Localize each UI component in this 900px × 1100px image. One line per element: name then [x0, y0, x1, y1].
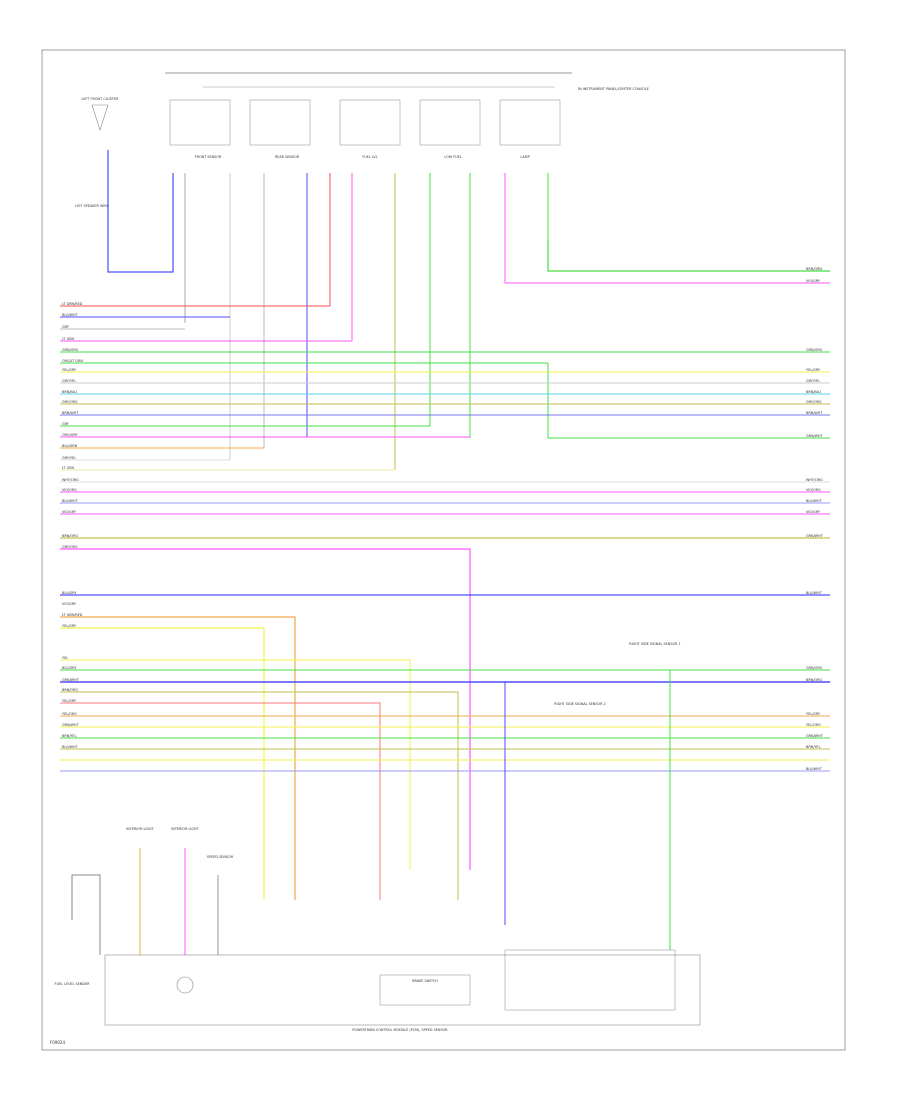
bottom-center-label: BRAKE SWITCH	[412, 979, 438, 983]
vertical-wires-top	[184, 173, 549, 470]
wire-label-left: BRN/ORG	[62, 534, 78, 538]
horizontal-wires-lower	[60, 659, 830, 900]
wire-label-left: YEL/ORG	[62, 712, 77, 716]
wire-label-left: BRN/WHT	[62, 411, 79, 415]
wire-label-left: GRY	[62, 325, 70, 329]
left-top-label: LEFT FRONT CLUSTER	[81, 97, 119, 101]
top-component-boxes	[169, 99, 561, 146]
wire-label-right: GRN/WHT	[806, 534, 824, 538]
wire-label-left: GRN/WHT	[62, 678, 80, 682]
right-callout-2: RIGHT SIDE SIGNAL SENSOR 2	[554, 702, 606, 706]
wire-label-left: GRY/ORG	[62, 545, 78, 549]
wire-label-left: YEL/GRY	[62, 699, 77, 703]
wire-label-right: BRN/YEL	[806, 745, 821, 749]
wire-label-left: BLU/GRN	[62, 444, 78, 448]
wire-label-right: GRY/ORG	[806, 400, 822, 404]
wire-label-left: BLU/WHT	[62, 313, 79, 317]
box2-label: REAR SENSOR	[275, 155, 300, 159]
bottom-left-label-1: INTERIOR LIGHT	[126, 827, 154, 831]
wire-label-left: GRN/ORG	[62, 348, 79, 352]
wire-green-right-top	[547, 240, 830, 272]
box5-label: LAMP	[520, 155, 529, 159]
wire-label-right: BRN/ORG	[806, 678, 822, 682]
wire-label-left: BRN/ORG	[62, 688, 78, 692]
wire-label-left: BRN/YEL	[62, 734, 77, 738]
switch-box	[379, 974, 471, 1006]
box3-label: FUEL LVL	[362, 155, 377, 159]
wire-label-right: VIO/GRY	[806, 510, 821, 514]
wire-label-right: BLU/WHT	[806, 499, 823, 503]
wire-label-right: GRN/WHT	[806, 734, 824, 738]
bottom-vertical-wires	[71, 848, 219, 955]
wire-label-left: BLU/GRY	[62, 591, 77, 595]
wire-label-left: BLU/GRY	[62, 666, 77, 670]
wire-label-right: BRN/BLU	[806, 390, 821, 394]
wire-label-left: GRN/WHT	[62, 723, 80, 727]
bottom-left-label-3: SPEED SENSOR	[207, 855, 234, 859]
wire-label-left: LT GRN	[62, 337, 75, 341]
wire-label-right: GRN/ORG	[806, 348, 823, 352]
wire-label-left: BRN/BLU	[62, 390, 77, 394]
bottom-left-label-2: INTERIOR LIGHT	[171, 827, 199, 831]
wire-label-left: GRY	[62, 422, 70, 426]
wire-blue-left-top	[107, 150, 174, 273]
speaker-icon	[176, 976, 194, 994]
wire-label-right: GRN/ORG	[806, 666, 823, 670]
wire-label-right: YEL/ORG	[806, 723, 821, 727]
wire-label-right: BRN/WHT	[806, 411, 823, 415]
wire-label-right: GRN/WHT	[806, 434, 824, 438]
box1-label: FRONT SENSOR	[195, 155, 222, 159]
bottom-caption: POWERTRAIN CONTROL MODULE (PCM), SPEED S…	[352, 1028, 448, 1032]
pcm-module-box	[104, 954, 701, 1026]
wire-label-left: YEL	[62, 656, 68, 660]
bottom-left-sensor-label: FUEL LEVEL SENDER	[55, 982, 91, 986]
left-mid-label: HOT SPEAKER WIRE	[75, 204, 109, 208]
wire-label-right: BLU/WHT	[806, 767, 823, 771]
wire-label-left: GRY/ORG	[62, 400, 78, 404]
wire-label-left: GRY/YEL	[62, 379, 76, 383]
wire-label-left: WHT/ORG	[62, 478, 79, 482]
horizontal-wires-middle	[60, 537, 830, 900]
wire-label-left: LT GRN/RED	[62, 613, 83, 617]
horizontal-wires-upper	[60, 305, 830, 515]
wire-label-left: LT GRN	[62, 466, 75, 470]
wire-label-left: YEL/GRY	[62, 368, 77, 372]
wire-label-right: YEL/GRY	[806, 712, 821, 716]
diagram-frame	[41, 49, 846, 1051]
wire-label-right: BRN/GRN	[806, 267, 822, 271]
wire-label-left: VIO/GRY	[62, 602, 77, 606]
right-switch-box	[504, 949, 676, 1011]
wire-label-left: VIO/ORG	[62, 488, 77, 492]
wire-label-left: BLU/WHT	[62, 499, 79, 503]
wire-label-right: WHT/ORG	[806, 478, 823, 482]
wire-label-left: ORG/LT GRN	[62, 359, 83, 363]
right-callout-1: RIGHT SIDE SIGNAL SENSOR 1	[629, 642, 681, 646]
wire-label-right: BLU/WHT	[806, 591, 823, 595]
wire-label-left: YEL/GRY	[62, 624, 77, 628]
wire-magenta-right-top	[504, 250, 830, 284]
wire-label-left: ORG/GRY	[62, 433, 79, 437]
wire-label-right: GRY/YEL	[806, 379, 820, 383]
wire-label-left: VIO/GRY	[62, 510, 77, 514]
top-right-label: IN INSTRUMENT PANEL/CENTER CONSOLE	[578, 87, 649, 91]
wire-label-left: BLU/WHT	[62, 745, 79, 749]
wire-label-right: YEL/GRY	[806, 368, 821, 372]
box4-label: LOW FUEL	[444, 155, 461, 159]
wire-label-right: VIO/ORG	[806, 488, 821, 492]
footer-code: F09024	[50, 1040, 66, 1045]
wire-label-left: LT GRN/RED	[62, 302, 83, 306]
wire-label-right: VIO/GRY	[806, 279, 821, 283]
wire-label-left: GRY/YEL	[62, 456, 76, 460]
left-top-antenna-icon	[91, 104, 109, 131]
